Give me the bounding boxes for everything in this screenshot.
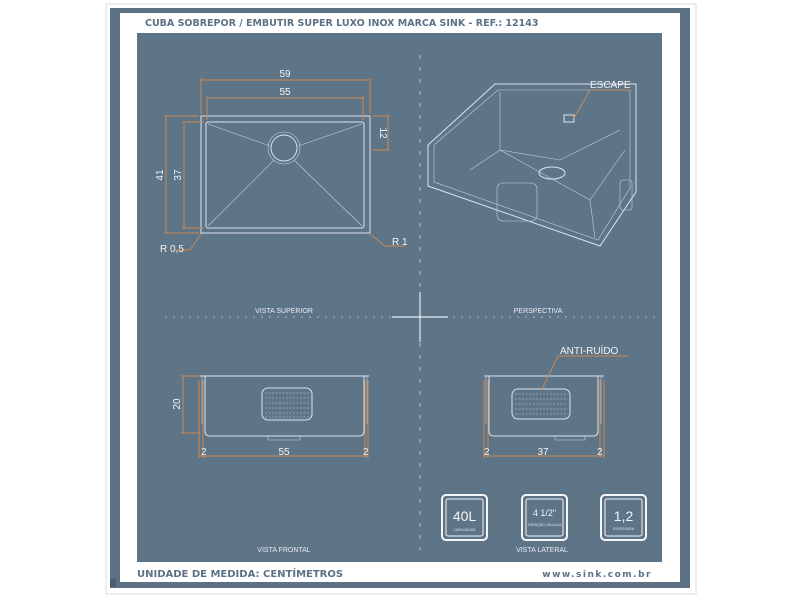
top-view-drawing [164,78,405,251]
view-dividers [165,55,660,550]
corner-mark [110,579,116,587]
dim-radius-inner: R 0,5 [160,244,184,255]
dim-radius-outer: R 1 [392,237,408,248]
dim-front-left: 2 [201,447,207,458]
dim-side-width: 37 [537,447,549,458]
spec-value: 40L [453,508,477,524]
perspective-drawing [427,83,637,247]
dim-side-left: 2 [484,447,490,458]
callout-anti-noise: ANTI-RUÍDO [560,344,619,357]
label-side-view: VISTA LATERAL [516,547,568,554]
website-link[interactable]: www.sink.com.br [542,570,652,580]
dim-front-width: 55 [278,447,290,458]
dim-drain-offset: 12 [377,127,388,139]
dim-outer-depth: 41 [155,169,166,181]
spec-caption: CAPACIDADE [453,528,476,532]
spec-badge-valve: 4 1/2" FURAÇÃO VÁLVULA [521,494,568,541]
dim-inner-width: 55 [279,87,291,98]
dim-front-height: 20 [172,398,183,410]
label-front-view: VISTA FRONTAL [257,547,311,554]
side-view-drawing [483,355,628,458]
label-perspective: PERSPECTIVA [514,308,563,315]
spec-caption: ESPESSURA [613,527,635,531]
spec-caption: FURAÇÃO VÁLVULA [528,522,562,527]
spec-value: 4 1/2" [533,508,556,518]
spec-badge-thickness: 1,2 ESPESSURA [600,494,647,541]
dim-inner-depth: 37 [173,169,184,181]
dim-outer-width: 59 [279,69,291,80]
unit-label: UNIDADE DE MEDIDA: CENTÍMETROS [137,567,343,580]
callout-escape: ESCAPE [590,80,631,91]
spec-value: 1,2 [614,508,634,524]
title: CUBA SOBREPOR / EMBUTIR SUPER LUXO INOX … [145,18,538,29]
dim-side-right: 2 [597,447,603,458]
label-top-view: VISTA SUPERIOR [255,308,313,315]
drawing-panel [137,33,662,562]
front-view-drawing [181,375,369,458]
spec-badge-capacity: 40L CAPACIDADE [441,494,488,541]
dim-front-right: 2 [363,447,369,458]
